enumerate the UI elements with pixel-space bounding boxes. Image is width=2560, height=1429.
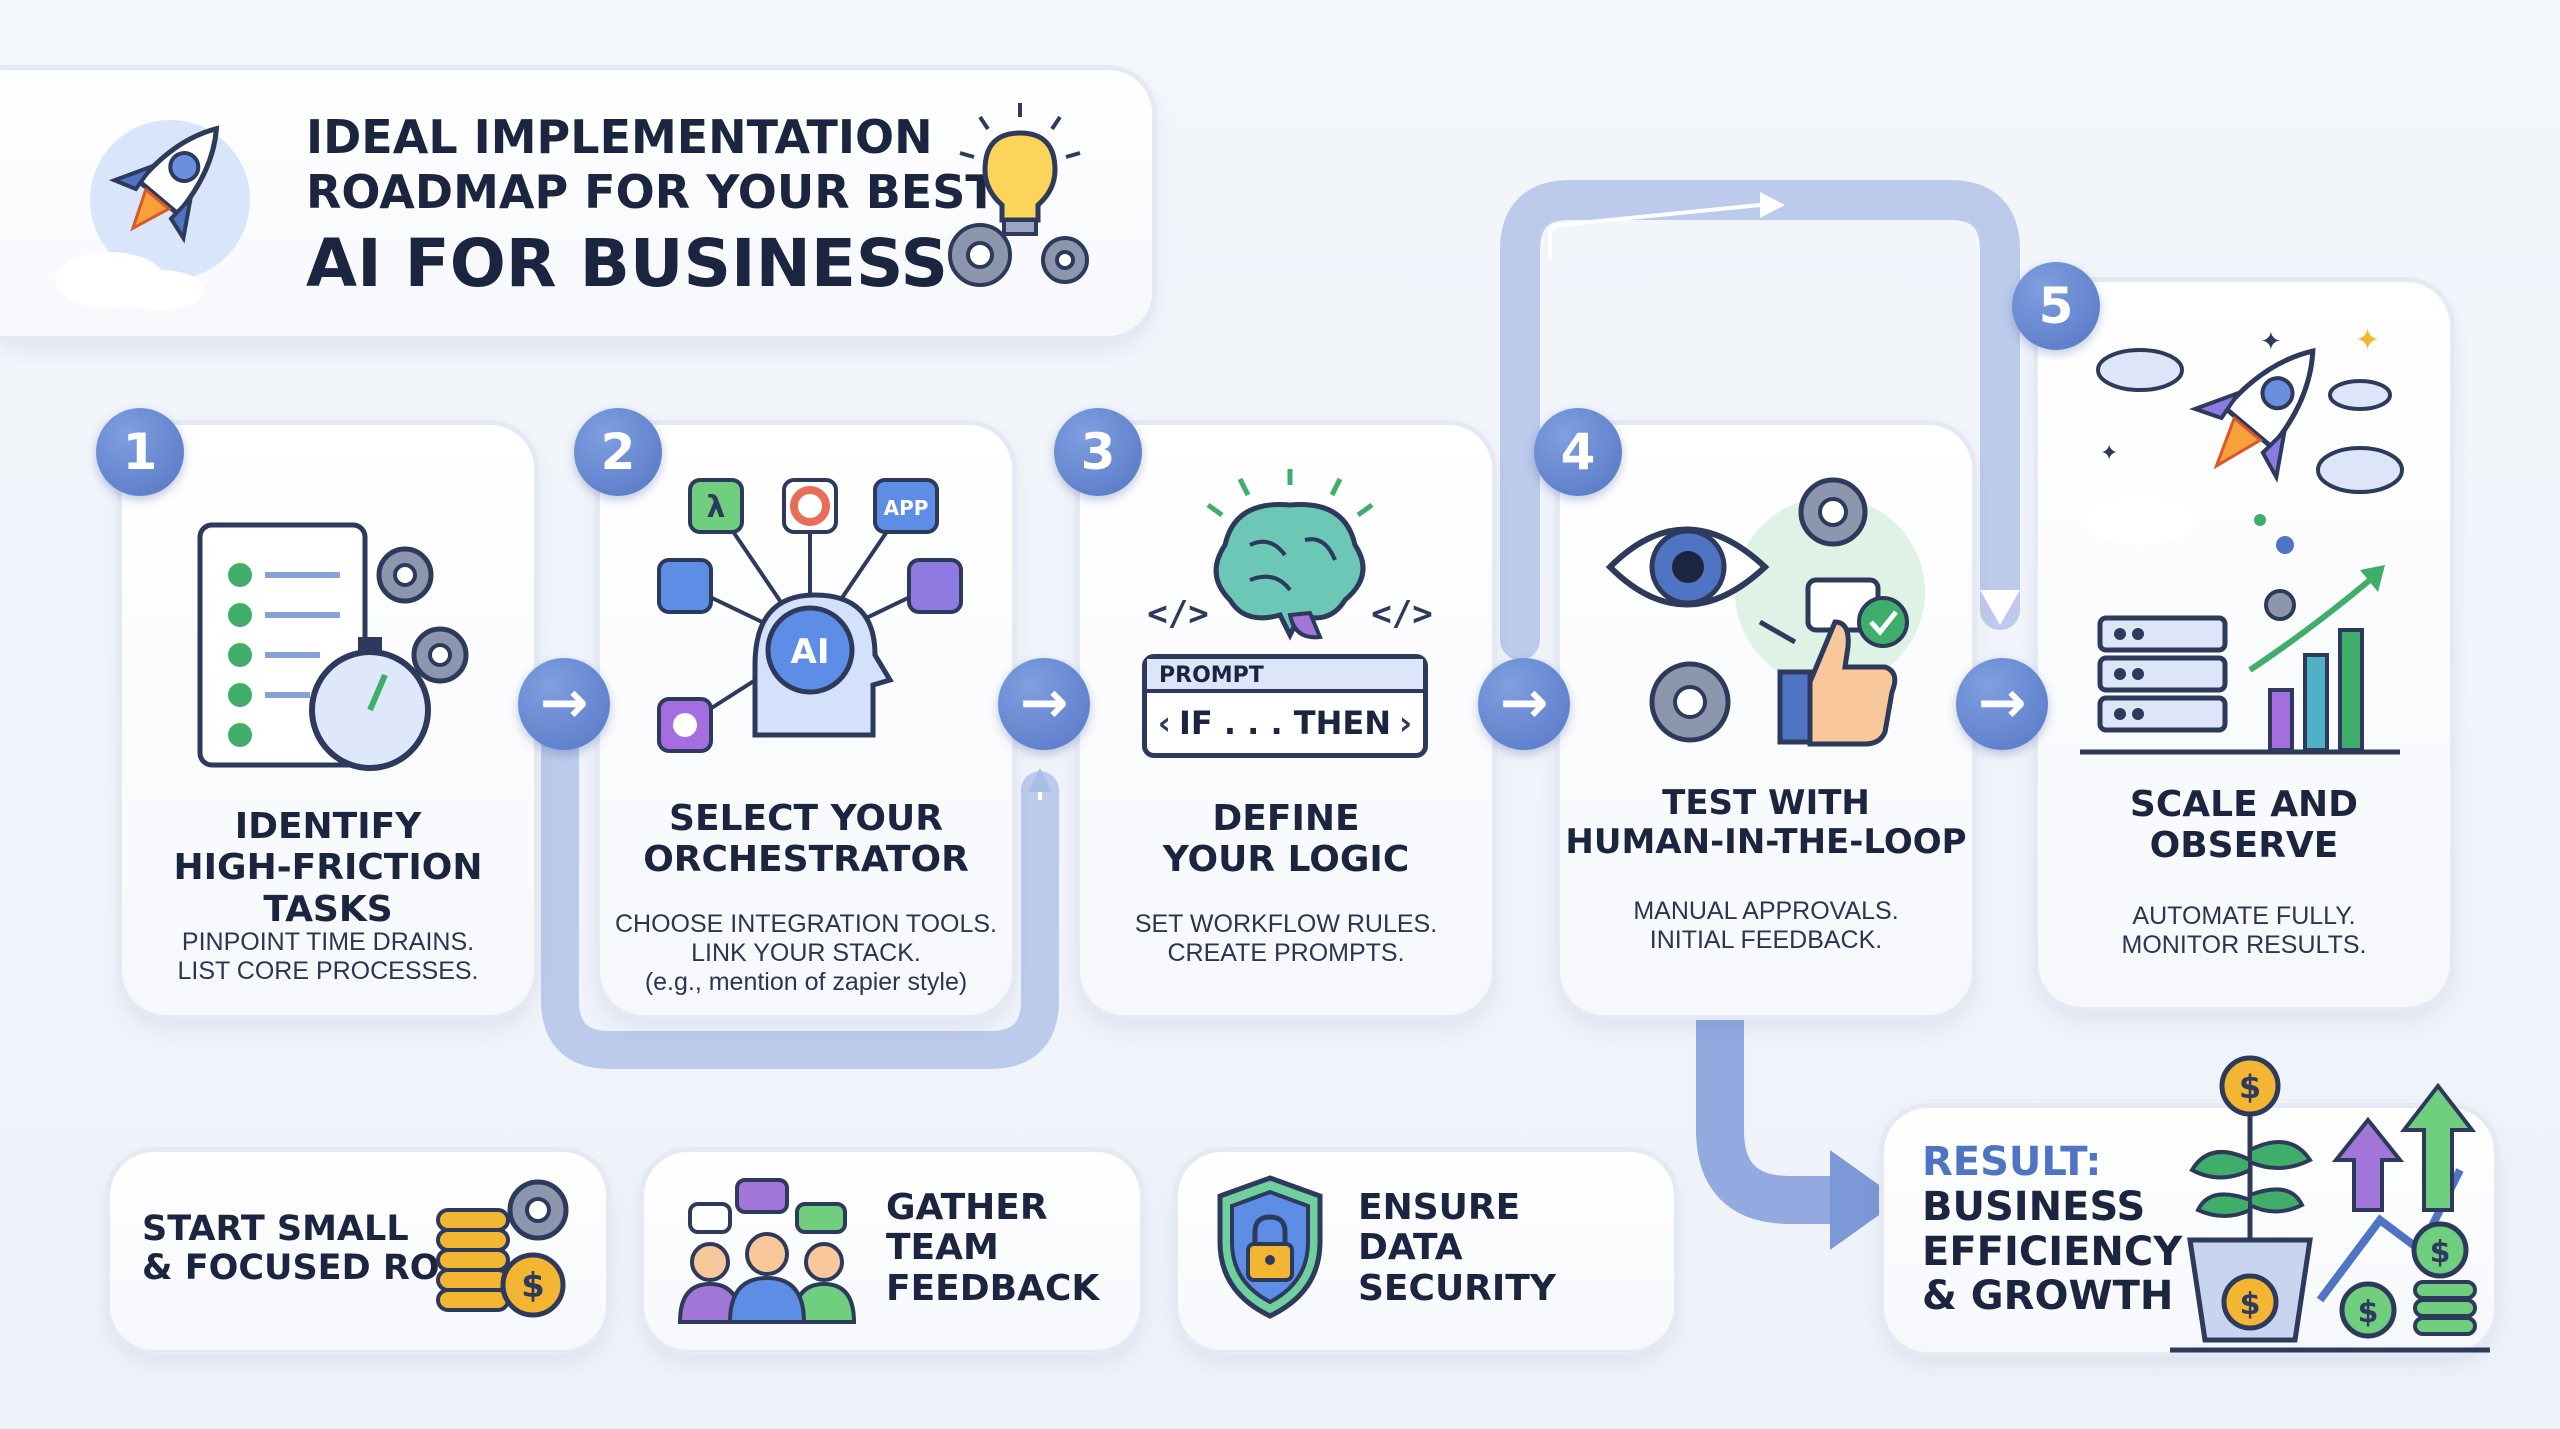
svg-text:$: $ (2239, 1068, 2261, 1106)
step-desc-2-line-3: (e.g., mention of zapier style) (644, 967, 968, 996)
step-title-5: SCALE AND OBSERVE (2038, 784, 2450, 867)
svg-text:$: $ (2430, 1235, 2451, 1270)
tip-roi-line-2: & FOCUSED ROI (142, 1248, 453, 1289)
step-title-1-line-3: TASKS (263, 888, 393, 930)
step-desc-5-line-2: MONITOR RESULTS. (2121, 930, 2367, 959)
arrow-right-icon: → (1956, 658, 2048, 750)
step-title-4: TEST WITH HUMAN-IN-THE-LOOP (1560, 783, 1972, 863)
prompt-text: IF . . . THEN (1178, 704, 1392, 742)
title-line-1: IDEAL IMPLEMENTATION (306, 110, 933, 164)
step-desc-2-line-1: CHOOSE INTEGRATION TOOLS. (614, 910, 997, 938)
shield-lock-icon (1217, 1175, 1323, 1319)
step-desc-4-line-2: INITIAL FEEDBACK. (1649, 925, 1883, 954)
tip-security-line-3: SECURITY (1358, 1267, 1556, 1309)
step-number-1: 1 (96, 408, 184, 496)
prompt-close-chevron-icon: › (1399, 704, 1413, 742)
result-line-3: & GROWTH (1922, 1273, 2174, 1320)
step-title-4-line-1: TEST WITH (1662, 783, 1870, 823)
step-title-4-line-2: HUMAN-IN-THE-LOOP (1565, 822, 1967, 863)
tip-feedback-line-1: GATHER (886, 1187, 1048, 1228)
title-line-2: ROADMAP FOR YOUR BEST (306, 165, 997, 220)
brain-icon: </> </> (1147, 469, 1433, 641)
step-title-2-line-2: ORCHESTRATOR (643, 839, 969, 881)
tip-text-feedback: GATHER TEAM FEEDBACK (886, 1187, 1100, 1309)
result-label: RESULT: (1922, 1139, 2102, 1185)
svg-text:✦: ✦ (2355, 323, 2380, 358)
lightbulb-gears-icon (948, 103, 1089, 287)
svg-text:λ: λ (707, 490, 726, 525)
step-desc-4-line-1: MANUAL APPROVALS. (1633, 897, 1899, 925)
step-desc-2-line-2: LINK YOUR STACK. (691, 938, 921, 967)
step-desc-3-line-1: SET WORKFLOW RULES. (1134, 910, 1438, 938)
svg-text:$: $ (2358, 1295, 2379, 1330)
step-number-5: 5 (2012, 262, 2100, 350)
step-number-2: 2 (574, 408, 662, 496)
prompt-label: PROMPT (1147, 659, 1423, 693)
coins-icon: $ (436, 1179, 569, 1318)
svg-text:$: $ (521, 1266, 545, 1306)
svg-text:✦: ✦ (2100, 441, 2118, 466)
step-number-3: 3 (1054, 408, 1142, 496)
result-line-1: BUSINESS (1922, 1183, 2146, 1230)
step-desc-1-line-1: PINPOINT TIME DRAINS. (181, 928, 475, 956)
step-desc-5-line-1: AUTOMATE FULLY. (2132, 902, 2356, 930)
tip-text-security: ENSURE DATA SECURITY (1358, 1187, 1556, 1309)
arrow-right-icon: → (998, 658, 1090, 750)
svg-text:$: $ (2240, 1287, 2261, 1322)
page-title: IDEAL IMPLEMENTATION ROADMAP FOR YOUR BE… (306, 110, 997, 304)
rocket-icon (55, 120, 250, 310)
title-line-3: AI FOR BUSINESS (306, 225, 949, 303)
prompt-open-chevron-icon: ‹ (1157, 704, 1171, 742)
step-desc-1-line-2: LIST CORE PROCESSES. (177, 956, 479, 985)
step-title-1-line-1: IDENTIFY (234, 806, 422, 847)
arrow-right-icon: → (518, 658, 610, 750)
step-desc-3: SET WORKFLOW RULES. CREATE PROMPTS. (1080, 910, 1492, 968)
step-desc-5: AUTOMATE FULLY. MONITOR RESULTS. (2038, 902, 2450, 960)
svg-text:</>: </> (1371, 594, 1432, 634)
step-desc-1: PINPOINT TIME DRAINS. LIST CORE PROCESSE… (122, 928, 534, 986)
tip-text-roi: START SMALL & FOCUSED ROI (142, 1209, 453, 1289)
tip-feedback-line-3: FEEDBACK (886, 1267, 1100, 1309)
rocket-chart-icon: ✦ ✦ ✦ (2080, 323, 2404, 755)
step-title-5-line-2: OBSERVE (2149, 825, 2339, 867)
step-desc-3-line-2: CREATE PROMPTS. (1167, 938, 1405, 967)
result-line-2: EFFICIENCY (1922, 1228, 2183, 1275)
step-title-1: IDENTIFY HIGH-FRICTION TASKS (122, 806, 534, 930)
svg-text:</>: </> (1147, 594, 1208, 634)
step-title-1-line-2: HIGH-FRICTION (173, 847, 483, 889)
step-title-5-line-1: SCALE AND (2129, 784, 2359, 825)
tip-security-line-2: DATA (1358, 1227, 1463, 1269)
step-title-2-line-1: SELECT YOUR (669, 798, 943, 839)
team-chat-icon (677, 1178, 857, 1324)
step-desc-4: MANUAL APPROVALS. INITIAL FEEDBACK. (1560, 897, 1972, 955)
svg-text:✦: ✦ (2260, 327, 2282, 357)
step-title-2: SELECT YOUR ORCHESTRATOR (600, 798, 1012, 881)
eye-thumbs-up-icon (1605, 477, 1925, 747)
tip-roi-line-1: START SMALL (142, 1209, 409, 1249)
money-plant-icon: $ $ $ $ (2170, 1055, 2490, 1353)
step-title-3-line-1: DEFINE (1212, 798, 1360, 839)
ai-badge-text: AI (791, 632, 830, 672)
step-number-4: 4 (1534, 408, 1622, 496)
checklist-stopwatch-icon (197, 522, 469, 771)
step-title-3-line-2: YOUR LOGIC (1162, 839, 1410, 881)
result-text: RESULT: BUSINESS EFFICIENCY & GROWTH (1922, 1140, 2182, 1319)
step-desc-2: CHOOSE INTEGRATION TOOLS. LINK YOUR STAC… (600, 910, 1012, 996)
tip-security-line-1: ENSURE (1358, 1187, 1521, 1228)
arrow-right-icon: → (1478, 658, 1570, 750)
tip-feedback-line-2: TEAM (886, 1227, 999, 1269)
ai-head-icon: λ APP AI (657, 478, 963, 753)
prompt-box: PROMPT ‹ IF . . . THEN › (1142, 654, 1428, 758)
step-title-3: DEFINE YOUR LOGIC (1080, 798, 1492, 881)
app-badge-text: APP (884, 496, 929, 520)
